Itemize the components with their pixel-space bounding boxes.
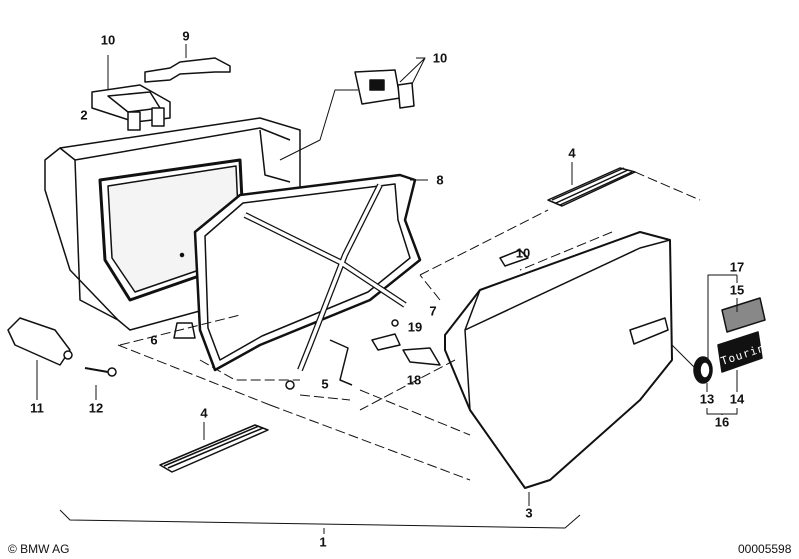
callout-10-lock: 10 xyxy=(432,50,448,66)
rail-right xyxy=(547,162,636,207)
small-parts xyxy=(7,317,441,534)
case-lid xyxy=(444,231,673,506)
handle-parts xyxy=(91,44,231,131)
callout-19: 19 xyxy=(407,319,423,335)
callout-14: 14 xyxy=(729,391,745,407)
callout-6: 6 xyxy=(150,332,158,348)
emblem-parts xyxy=(671,274,766,415)
assembly-lines xyxy=(59,171,701,529)
diagram-number: 00005598 xyxy=(738,542,792,556)
callout-15: 15 xyxy=(729,282,745,298)
callout-13: 13 xyxy=(699,391,715,407)
copyright-text: © BMW AG xyxy=(8,542,70,556)
callout-3: 3 xyxy=(525,505,533,521)
callout-12: 12 xyxy=(88,400,104,416)
callout-9: 9 xyxy=(182,28,190,44)
callout-16: 16 xyxy=(714,414,730,430)
callout-10-lid: 10 xyxy=(515,245,531,261)
callout-18: 18 xyxy=(406,372,422,388)
callout-10-handle: 10 xyxy=(100,32,116,48)
callout-4-left: 4 xyxy=(200,405,208,421)
rail-left xyxy=(159,422,269,473)
callout-2: 2 xyxy=(80,107,88,123)
callout-7: 7 xyxy=(429,303,437,319)
callout-17: 17 xyxy=(729,259,745,275)
callout-11: 11 xyxy=(30,400,44,416)
callout-1: 1 xyxy=(319,534,327,550)
lid-frame xyxy=(193,173,428,372)
callout-8: 8 xyxy=(436,172,444,188)
callout-4-right: 4 xyxy=(568,145,576,161)
lock-plate xyxy=(279,57,426,161)
callout-5: 5 xyxy=(321,376,329,392)
